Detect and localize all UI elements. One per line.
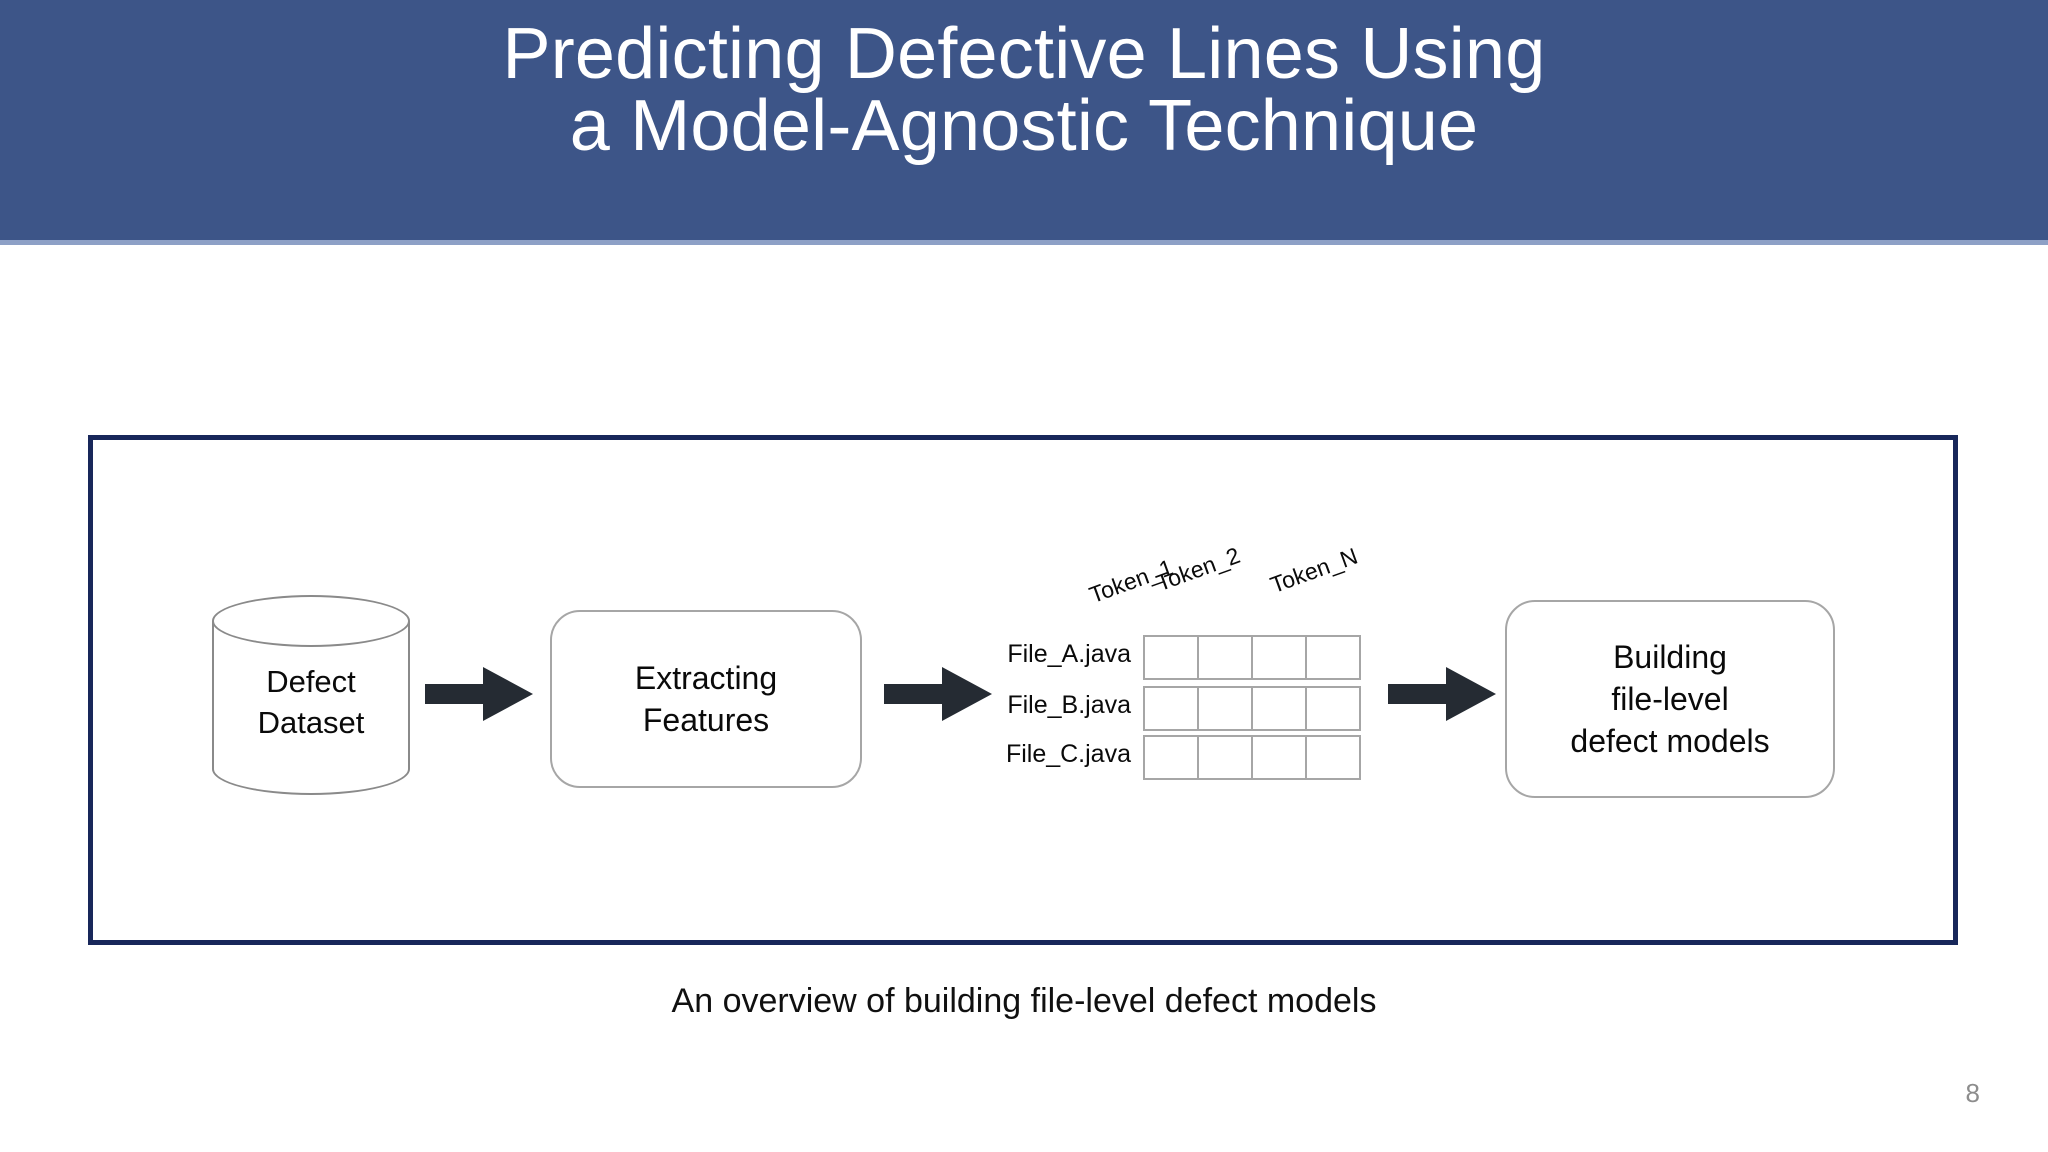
matrix-cell: [1305, 686, 1361, 731]
matrix-row-header-file-b: File_B.java: [1007, 691, 1131, 719]
matrix-cell: [1251, 686, 1307, 731]
matrix-cell: [1305, 635, 1361, 680]
step-extracting-features-label: Extracting Features: [634, 659, 778, 738]
matrix-cell: [1251, 735, 1307, 780]
diagram-caption: An overview of building file-level defec…: [671, 982, 1377, 1020]
matrix-cell: [1197, 735, 1253, 780]
matrix-row-header-file-c: File_C.java: [1005, 740, 1131, 768]
defect-dataset-label: Defect Dataset: [257, 664, 365, 741]
title-band-edge: [0, 240, 2048, 245]
page-title: Predicting Defective Lines Using a Model…: [502, 14, 1546, 166]
step-extracting-features: Extracting Features: [550, 610, 862, 788]
matrix-cell: [1251, 635, 1307, 680]
page-number: 8: [1965, 1078, 1980, 1108]
matrix-row-cells: [1143, 686, 1361, 731]
matrix-row-header-file-a: File_A.java: [1007, 640, 1131, 668]
step-building-defect-models: Building file-level defect models: [1505, 600, 1835, 798]
matrix-row-cells: [1143, 635, 1361, 680]
matrix-cell: [1197, 635, 1253, 680]
matrix-cell: [1197, 686, 1253, 731]
matrix-row: File_B.java: [1007, 686, 1361, 731]
matrix-row: File_C.java: [1006, 735, 1361, 780]
arrow-right-icon-3: [1388, 665, 1496, 723]
matrix-row-cells: [1143, 735, 1361, 780]
feature-matrix: Token_1 Token_2 Token_N File_A.java File…: [1000, 542, 1420, 800]
matrix-cell: [1143, 735, 1199, 780]
defect-dataset-cylinder: Defect Dataset: [212, 595, 410, 795]
matrix-row: File_A.java: [1007, 635, 1361, 680]
title-band: [0, 0, 2048, 240]
cylinder-top-ellipse: [212, 595, 410, 647]
step-building-defect-models-label: Building file-level defect models: [1570, 638, 1770, 760]
matrix-cell: [1305, 735, 1361, 780]
matrix-cell: [1143, 635, 1199, 680]
arrow-right-icon-2: [884, 665, 992, 723]
matrix-cell: [1143, 686, 1199, 731]
arrow-right-icon-1: [425, 665, 533, 723]
